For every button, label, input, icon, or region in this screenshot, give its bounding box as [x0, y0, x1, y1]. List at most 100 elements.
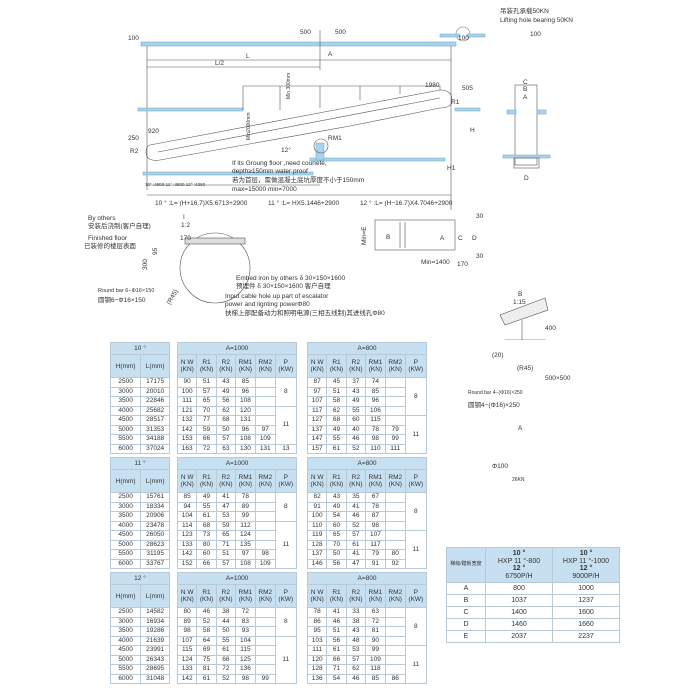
- table-title-row: 10 °: [110, 342, 170, 355]
- l-cell: 31195: [140, 549, 170, 560]
- value-cell: 49: [215, 386, 236, 397]
- angle-title: 11 °: [110, 457, 170, 470]
- col-header: N W(KN): [176, 469, 198, 493]
- value-cell: 52: [345, 443, 366, 454]
- svg-text:Min2000mm: Min2000mm: [246, 112, 252, 140]
- value-cell: 107: [364, 530, 386, 541]
- col-header-unit: (KN): [368, 596, 383, 603]
- value-cell: 50: [215, 626, 236, 637]
- l-cell: 18334: [140, 501, 170, 512]
- value-cell: 57: [345, 654, 366, 665]
- value-cell: 133: [176, 539, 198, 550]
- svg-text:100: 100: [458, 35, 469, 42]
- header-row: N W(KN)R1(KN)R2(KN)RM1(KN)RM2(KN)P(KW): [306, 354, 428, 378]
- col-header-name: RM1: [238, 589, 253, 596]
- value-cell: 114: [176, 520, 198, 531]
- value-cell: 47: [345, 558, 366, 569]
- value-cell: 115: [176, 645, 198, 656]
- l-cell: 20906: [140, 511, 170, 522]
- svg-text:L/2: L/2: [215, 60, 224, 67]
- value-cell: [384, 386, 406, 397]
- value-cell: 92: [384, 558, 406, 569]
- value-cell: 109: [364, 654, 386, 665]
- value-cell: 86: [384, 673, 406, 684]
- value-cell: 55: [196, 501, 217, 512]
- svg-text:A: A: [523, 94, 528, 101]
- col-header-name: R2: [351, 589, 360, 596]
- value-cell: 95: [306, 626, 328, 637]
- col-header: RM2(KN): [254, 584, 276, 608]
- value-cell: 109: [254, 434, 276, 445]
- svg-text:500: 500: [335, 29, 346, 36]
- col-header-unit: (KN): [349, 366, 363, 373]
- value-cell: 49: [345, 396, 366, 407]
- value-cell: 62: [345, 664, 366, 675]
- l-cell: 28695: [140, 664, 170, 675]
- col-header: P(KW): [404, 469, 428, 493]
- value-cell: [384, 626, 406, 637]
- power-cell: 11: [404, 645, 428, 684]
- col-header-unit: (KN): [349, 596, 363, 603]
- l-cell: 23991: [140, 645, 170, 656]
- h-header: H(mm): [109, 584, 142, 608]
- value-cell: 52: [196, 616, 217, 627]
- value-cell: 96: [234, 424, 256, 435]
- svg-text:Lifting hole bearing 50KN: Lifting hole bearing 50KN: [500, 17, 573, 24]
- col-header-name: N W: [180, 359, 194, 366]
- col-header-unit: (KN): [219, 481, 233, 488]
- col-header-name: R2: [221, 474, 230, 481]
- value-cell: 147: [306, 434, 328, 445]
- value-cell: 91: [364, 558, 386, 569]
- h-header: H(mm): [109, 469, 142, 493]
- svg-text:Min=E: Min=E: [361, 226, 368, 245]
- value-cell: 137: [306, 549, 328, 560]
- table-title-row: A=1000: [177, 572, 297, 585]
- group-title: A=1000: [177, 457, 297, 470]
- value-cell: 131: [234, 415, 256, 426]
- value-cell: 99: [254, 673, 276, 684]
- svg-text:170: 170: [180, 235, 191, 242]
- table-title-row: 11 °: [110, 457, 170, 470]
- value-cell: [254, 377, 276, 388]
- value-cell: 46: [345, 511, 366, 522]
- col-header: R1(KN): [196, 354, 217, 378]
- value-cell: 135: [234, 539, 256, 550]
- value-cell: 121: [176, 405, 198, 416]
- detail-b-400: 400: [545, 325, 556, 332]
- value-cell: 51: [215, 549, 236, 560]
- svg-text:H1: H1: [447, 165, 456, 172]
- value-cell: 94: [176, 501, 198, 512]
- value-cell: 99: [364, 645, 386, 656]
- value-cell: 77: [196, 415, 217, 426]
- value-cell: 100: [176, 386, 198, 397]
- value-cell: 55: [326, 434, 347, 445]
- col-header-unit: (KN): [258, 481, 272, 488]
- col-header-unit: (KN): [388, 481, 402, 488]
- svg-text:B: B: [386, 234, 390, 241]
- svg-text:D: D: [472, 235, 477, 242]
- col-header-unit: (KN): [368, 481, 383, 488]
- h-cell: 4500: [109, 415, 142, 426]
- value-cell: 33: [345, 607, 366, 618]
- svg-text:B: B: [523, 86, 527, 93]
- h-cell: 5500: [109, 434, 142, 445]
- svg-text:(R45): (R45): [166, 288, 180, 306]
- l-cell: 17175: [140, 377, 170, 388]
- col-header-name: N W: [180, 474, 194, 481]
- value-cell: 52: [215, 673, 236, 684]
- escalator-drawing: 100 500 500 100 A L L/2 1980 505 R1 250 …: [84, 6, 573, 340]
- col-header: P(KW): [404, 584, 428, 608]
- h-cell: 5500: [109, 549, 142, 560]
